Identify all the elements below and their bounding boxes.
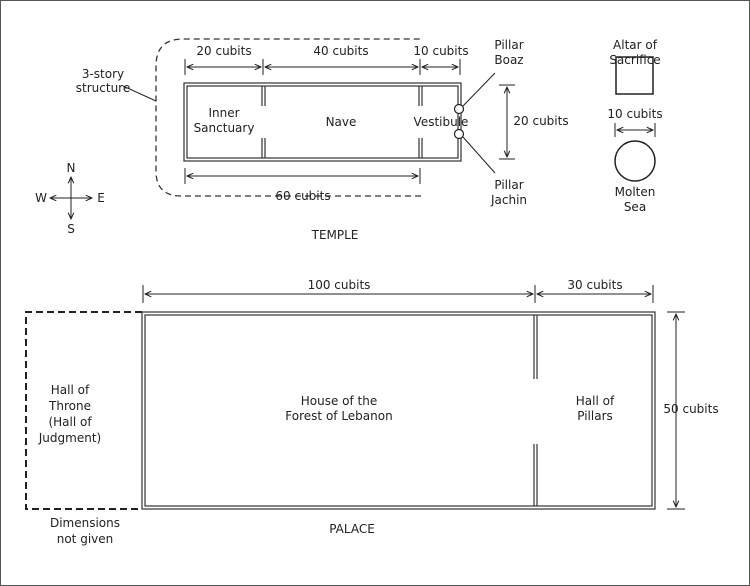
hall-of-throne-label-3: (Hall of xyxy=(48,415,92,429)
pillar-boaz-label-2: Boaz xyxy=(494,53,523,67)
pillars-length-label: 30 cubits xyxy=(567,278,622,292)
pillar-jachin-icon xyxy=(453,128,465,140)
sea-diameter-label: 10 cubits xyxy=(607,107,662,121)
hall-of-throne-label-4: Judgment) xyxy=(38,431,101,445)
forest-length-label: 100 cubits xyxy=(308,278,371,292)
palace-inner-wall xyxy=(144,314,653,507)
temple-inner-wall xyxy=(186,85,459,159)
palace-outer-wall xyxy=(141,311,656,510)
molten-sea-label-2: Sea xyxy=(624,200,646,214)
nave-length-label: 40 cubits xyxy=(313,44,368,58)
altar-label-1: Altar of xyxy=(613,38,658,52)
hall-of-throne-label-2: Throne xyxy=(48,399,91,413)
structure-leader xyxy=(122,85,157,102)
temple-title: TEMPLE xyxy=(311,228,359,242)
three-story-outline xyxy=(155,38,421,197)
structure-note-line2: structure xyxy=(76,81,130,95)
hall-of-pillars-label-2: Pillars xyxy=(577,409,613,423)
inner-sanctuary-label-2: Sanctuary xyxy=(194,121,255,135)
compass-rose: N S E W xyxy=(35,161,105,236)
pillar-jachin-label-1: Pillar xyxy=(494,178,523,192)
temple-outer-wall xyxy=(183,82,462,162)
nave-label: Nave xyxy=(326,115,357,129)
altar-and-sea: Altar of Sacrifice 10 cubits Molten Sea xyxy=(607,38,662,214)
palace-width-label: 50 cubits xyxy=(663,402,718,416)
pillar-boaz-icon xyxy=(453,103,465,115)
hall-of-throne-label-1: Hall of xyxy=(51,383,90,397)
throne-note-line2: not given xyxy=(57,532,114,546)
palace-plan: 100 cubits 30 cubits Hall of Throne (Hal… xyxy=(25,278,719,546)
altar-square-icon xyxy=(615,56,654,95)
compass-north: N xyxy=(67,161,76,175)
temple-total-length-label: 60 cubits xyxy=(275,189,330,203)
forest-label-1: House of the xyxy=(301,394,378,408)
sanctuary-length-label: 20 cubits xyxy=(196,44,251,58)
hall-of-pillars-label-1: Hall of xyxy=(576,394,615,408)
compass-south: S xyxy=(67,222,75,236)
molten-sea-circle-icon xyxy=(614,140,656,182)
vestibule-length-label: 10 cubits xyxy=(413,44,468,58)
pillar-jachin-label-2: Jachin xyxy=(490,193,527,207)
compass-west: W xyxy=(35,191,47,205)
hall-of-throne-outline xyxy=(25,311,142,510)
molten-sea-label-1: Molten xyxy=(615,185,656,199)
compass-east: E xyxy=(97,191,105,205)
vestibule-label: Vestibule xyxy=(414,115,469,129)
structure-note-line1: 3-story xyxy=(82,67,124,81)
pillar-boaz-label-1: Pillar xyxy=(494,38,523,52)
throne-note-line1: Dimensions xyxy=(50,516,120,530)
temple-plan: 3-story structure Inner Sanctuary Nave V… xyxy=(76,38,569,242)
temple-width-label: 20 cubits xyxy=(513,114,568,128)
palace-title: PALACE xyxy=(329,522,375,536)
forest-label-2: Forest of Lebanon xyxy=(285,409,392,423)
inner-sanctuary-label-1: Inner xyxy=(208,106,239,120)
